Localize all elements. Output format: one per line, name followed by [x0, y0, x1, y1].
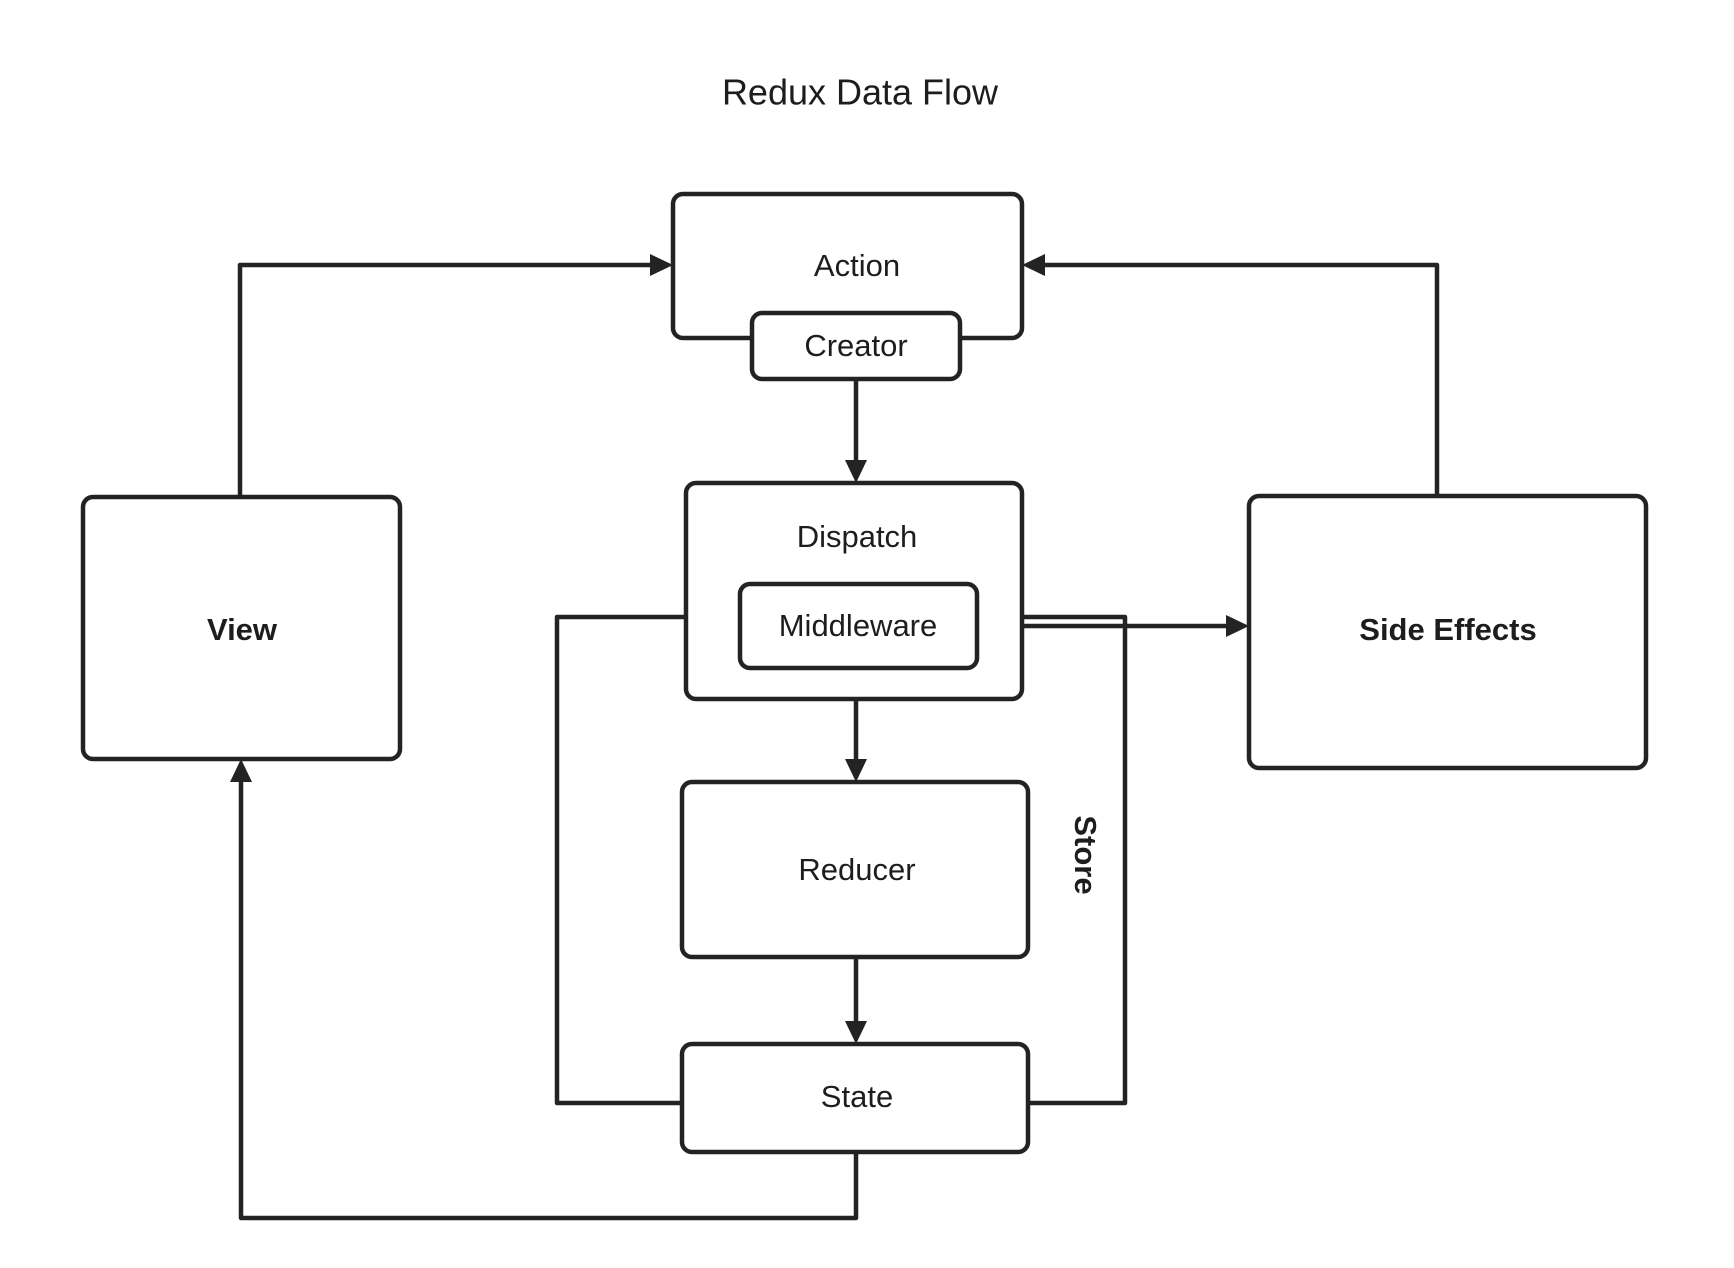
node-state-label: State — [821, 1079, 893, 1114]
node-middleware-label: Middleware — [779, 608, 938, 643]
node-reducer[interactable]: Reducer — [679, 779, 1031, 960]
node-state[interactable]: State — [679, 1041, 1031, 1155]
node-side-effects-rect[interactable] — [1246, 493, 1649, 771]
node-side-effects[interactable]: Side Effects — [1246, 493, 1649, 771]
node-action[interactable]: Action — [670, 191, 1025, 341]
edge-dispatch-to-reducer — [845, 699, 867, 782]
edge-view-to-action — [237, 254, 673, 497]
node-reducer-label: Reducer — [798, 852, 915, 887]
edge-reducer-to-state — [845, 957, 867, 1044]
node-view-rect[interactable] — [80, 494, 403, 762]
node-view-label: View — [207, 612, 278, 647]
node-dispatch-label: Dispatch — [797, 519, 918, 554]
node-middleware-rect[interactable] — [737, 581, 980, 671]
edge-state-to-view — [230, 759, 859, 1221]
node-state-rect[interactable] — [679, 1041, 1031, 1155]
store-boundary-right — [1022, 614, 1128, 1106]
node-action-label: Action — [814, 248, 900, 283]
node-view[interactable]: View — [80, 494, 403, 762]
node-creator[interactable]: Creator — [749, 310, 963, 382]
edge-side-effects-to-action — [1022, 254, 1440, 496]
store-label: Store — [1068, 815, 1103, 894]
page-title: Redux Data Flow — [722, 72, 999, 113]
store-boundary-left — [554, 614, 686, 1106]
node-middleware[interactable]: Middleware — [737, 581, 980, 671]
edge-creator-to-dispatch — [845, 379, 867, 483]
node-reducer-rect[interactable] — [679, 779, 1031, 960]
node-side-effects-label: Side Effects — [1359, 612, 1536, 647]
node-creator-label: Creator — [804, 328, 907, 363]
node-creator-rect[interactable] — [749, 310, 963, 382]
